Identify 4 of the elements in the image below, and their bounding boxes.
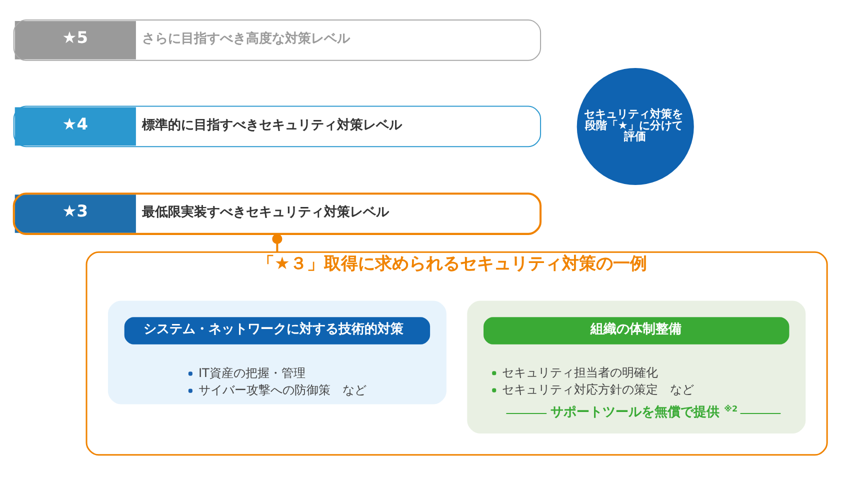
node-box: 組織の体制整備: [484, 316, 790, 344]
node-circle: セキュリティ対策を段階「★」に分けて評価: [576, 67, 694, 184]
node-box: システム・ネットワークに対する技術的対策: [124, 316, 430, 344]
connector: [272, 233, 282, 252]
